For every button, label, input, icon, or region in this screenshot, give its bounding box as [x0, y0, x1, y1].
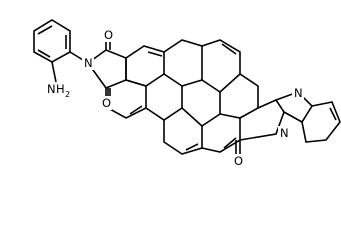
atom-labels: N H 2 N O O N N O — [46, 28, 304, 168]
imide-o-top-label: O — [104, 28, 113, 42]
c-nh2-bond — [51, 61, 57, 83]
imidazole-n-top-label: N — [294, 86, 303, 100]
lactam-ring — [239, 98, 285, 141]
ketone-o-label: O — [234, 154, 243, 168]
bonds — [33, 19, 341, 156]
imidazole-n-top-bg — [292, 86, 304, 100]
imide-o-top-bg — [102, 28, 114, 42]
core-ring-f — [163, 39, 203, 80]
nh2-n-label: N — [47, 82, 56, 96]
core-ring-e — [181, 79, 221, 127]
imide-n-label: N — [84, 56, 93, 70]
core-ring-h — [219, 73, 259, 119]
inner-bond-6 — [329, 107, 337, 121]
nh2-label-bg — [46, 82, 76, 97]
ketone-o-bg — [232, 154, 244, 168]
aminophenyl-inner-bond-2 — [37, 49, 51, 58]
structural-formula: N H 2 N O O N N O — [33, 19, 341, 168]
inner-bond-1 — [147, 51, 163, 57]
imide-n-bg — [82, 56, 94, 70]
inner-bond-3 — [185, 143, 199, 151]
imidazole-n-bottom-bg — [278, 126, 290, 140]
imidazole-n-bottom-label: N — [280, 126, 289, 140]
inner-bond-5 — [223, 137, 237, 149]
core-ring-d — [163, 107, 203, 155]
inner-bond-2 — [129, 105, 143, 115]
core-ring-g — [201, 39, 241, 93]
inner-bond-4 — [221, 43, 237, 55]
nh2-subscript: 2 — [65, 90, 70, 99]
aminophenyl-inner-bond-1 — [37, 25, 53, 35]
imide-o-bottom-label: O — [102, 96, 111, 110]
imide-o-bottom-bg — [100, 96, 112, 110]
benzimidazole-benzo-ring — [301, 101, 341, 143]
lactam-carbonyl — [235, 140, 241, 156]
core-ring-a — [125, 45, 165, 87]
core-ring-c — [145, 73, 183, 121]
core-ring-i — [201, 118, 241, 153]
nh2-h-label: H — [56, 82, 65, 96]
